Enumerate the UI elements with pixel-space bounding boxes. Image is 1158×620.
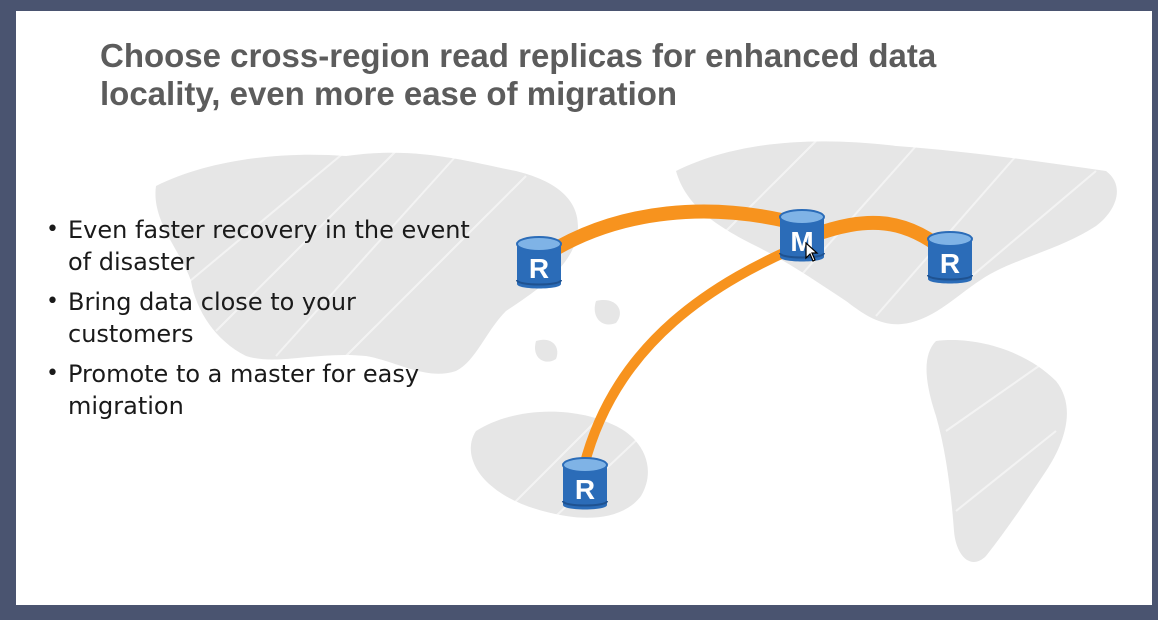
replica-letter: R	[939, 248, 961, 279]
replica-letter: R	[574, 474, 596, 505]
title-line-2: locality, even more ease of migration	[100, 75, 678, 112]
bullet-line-2: customers	[68, 320, 194, 348]
database-replica-east-icon: R	[926, 229, 974, 289]
page-title: Choose cross-region read replicas for en…	[100, 37, 1140, 113]
arc-master-to-south	[579, 238, 811, 471]
bullet-glyph: •	[46, 217, 59, 242]
bullet-line-1: Bring data close to your	[68, 288, 356, 316]
bullet-glyph: •	[46, 361, 59, 386]
database-replica-south-icon: R	[561, 455, 609, 515]
bullet-list: • Even faster recovery in the event of d…	[42, 214, 522, 430]
bullet-line-2: migration	[68, 392, 184, 420]
bullet-item-promote: • Promote to a master for easy migration	[42, 358, 522, 422]
landmass-eurasia	[155, 152, 578, 374]
bullet-item-recovery: • Even faster recovery in the event of d…	[42, 214, 522, 278]
bullet-line-1: Promote to a master for easy	[68, 360, 420, 388]
bullet-line-1: Even faster recovery in the event	[68, 216, 470, 244]
landmass-north-america	[676, 141, 1117, 325]
landmass-south-america	[926, 340, 1067, 562]
arc-master-to-west	[529, 204, 813, 268]
replica-letter: R	[528, 253, 550, 284]
bullet-glyph: •	[46, 289, 59, 314]
bullet-item-data-close: • Bring data close to your customers	[42, 286, 522, 350]
mouse-cursor-icon	[805, 242, 819, 262]
slide: Choose cross-region read replicas for en…	[16, 11, 1152, 605]
database-replica-west-icon: R	[515, 234, 563, 294]
title-line-1: Choose cross-region read replicas for en…	[100, 37, 937, 74]
bullet-line-2: of disaster	[68, 248, 195, 276]
